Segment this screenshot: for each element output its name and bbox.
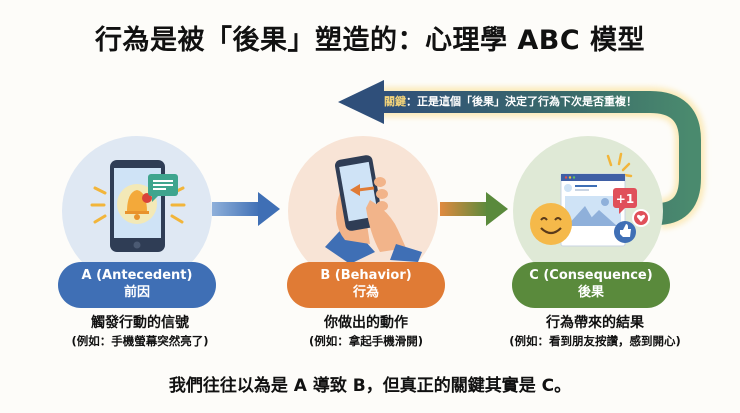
stage-a-letter: A (Antecedent) bbox=[81, 268, 193, 283]
stage-a-zh: 前因 bbox=[123, 285, 150, 300]
stage-b-description: 你做出的動作 (例如：拿起手機滑開) bbox=[308, 315, 423, 348]
stage-c-description: 行為帶來的結果 (例如：看到朋友按讚，感到開心) bbox=[509, 315, 681, 348]
stage-b-zh: 行為 bbox=[352, 285, 379, 300]
hand-swiping-phone-icon bbox=[325, 155, 422, 264]
stage-c-label: C (Consequence) 後果 bbox=[512, 262, 670, 308]
stage-b-label: B (Behavior) 行為 bbox=[287, 262, 445, 308]
social-post-smiley-like-icon: +1 bbox=[530, 152, 650, 247]
phone-notification-bell-icon bbox=[90, 160, 186, 252]
stage-a-description: 觸發行動的信號 (例如：手機螢幕突然亮了) bbox=[71, 315, 209, 348]
stage-a-label: A (Antecedent) 前因 bbox=[58, 262, 216, 308]
like-count-badge: +1 bbox=[616, 192, 634, 206]
footer-summary: 我們往往以為是 A 導致 B，但真正的關鍵其實是 C。 bbox=[168, 376, 572, 396]
feedback-loop-label: 關鍵：正是這個「後果」決定了行為下次是否重複！ bbox=[384, 93, 637, 109]
stage-c-zh: 後果 bbox=[577, 285, 604, 300]
feedback-loop-text: ：正是這個「後果」決定了行為下次是否重複！ bbox=[406, 95, 637, 108]
arrow-b-to-c bbox=[440, 192, 508, 226]
page-title: 行為是被「後果」塑造的：心理學 ABC 模型 bbox=[94, 25, 646, 56]
arrow-a-to-b bbox=[212, 192, 280, 226]
stage-c-letter: C (Consequence) bbox=[529, 268, 653, 283]
key-label: 關鍵 bbox=[384, 95, 406, 108]
stage-b-letter: B (Behavior) bbox=[320, 268, 412, 283]
